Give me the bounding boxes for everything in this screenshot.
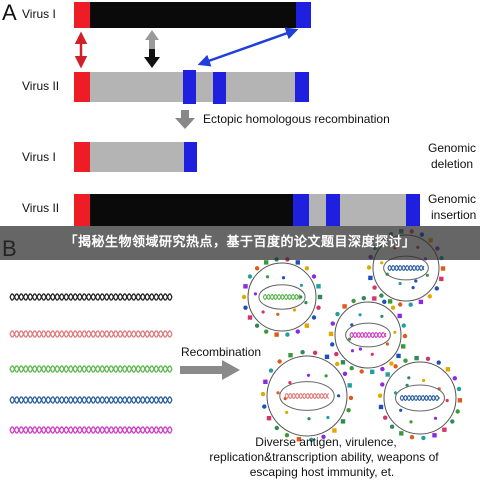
ectopic-recombination-label: Ectopic homologous recombination <box>203 112 390 126</box>
virus-1-genome <box>74 2 311 28</box>
caption-line-1: Diverse antigen, virulence, <box>255 435 396 449</box>
virus-2-result-label: Virus II <box>22 201 59 215</box>
banner-text: 「揭秘生物领域研究热点，基于百度的论文题目深度探讨」 <box>64 235 416 250</box>
dna-helix <box>9 365 173 373</box>
dna-helix <box>9 330 173 338</box>
caption-line-2: replication&transcription ability, weapo… <box>209 450 439 464</box>
dna-helix <box>9 293 173 301</box>
dna-helix <box>9 426 173 434</box>
genomic-insertion-label-2: insertion <box>431 208 476 222</box>
caption-line-3: escaping host immunity, et. <box>250 465 395 479</box>
recombination-label: Recombination <box>181 345 261 359</box>
panel-a-letter: A <box>2 0 17 25</box>
virus-1-label: Virus I <box>22 7 56 21</box>
virus-1-deletion-genome <box>74 142 197 172</box>
virus-particles <box>241 229 463 442</box>
genomic-deletion-label-2: deletion <box>431 157 473 171</box>
virus-2-label: Virus II <box>22 79 59 93</box>
virus-particle <box>241 257 323 337</box>
virus-particle <box>328 296 408 374</box>
recombination-arrow <box>175 110 195 129</box>
virus-2-genome <box>74 70 309 104</box>
gray-black-arrow <box>144 30 160 68</box>
virus-2-insertion-genome <box>74 194 420 226</box>
virus-1-result-label: Virus I <box>22 150 56 164</box>
recombination-right-arrow <box>180 360 240 380</box>
virus-particle <box>260 350 354 442</box>
dna-strands <box>9 293 173 434</box>
genomic-deletion-label-1: Genomic <box>428 141 476 155</box>
overlay-banner: 「揭秘生物领域研究热点，基于百度的论文题目深度探讨」 <box>0 226 480 260</box>
blue-double-arrow <box>197 27 299 67</box>
dna-helix <box>9 396 173 404</box>
genomic-insertion-label-1: Genomic <box>428 192 476 206</box>
virus-particle <box>377 355 463 441</box>
